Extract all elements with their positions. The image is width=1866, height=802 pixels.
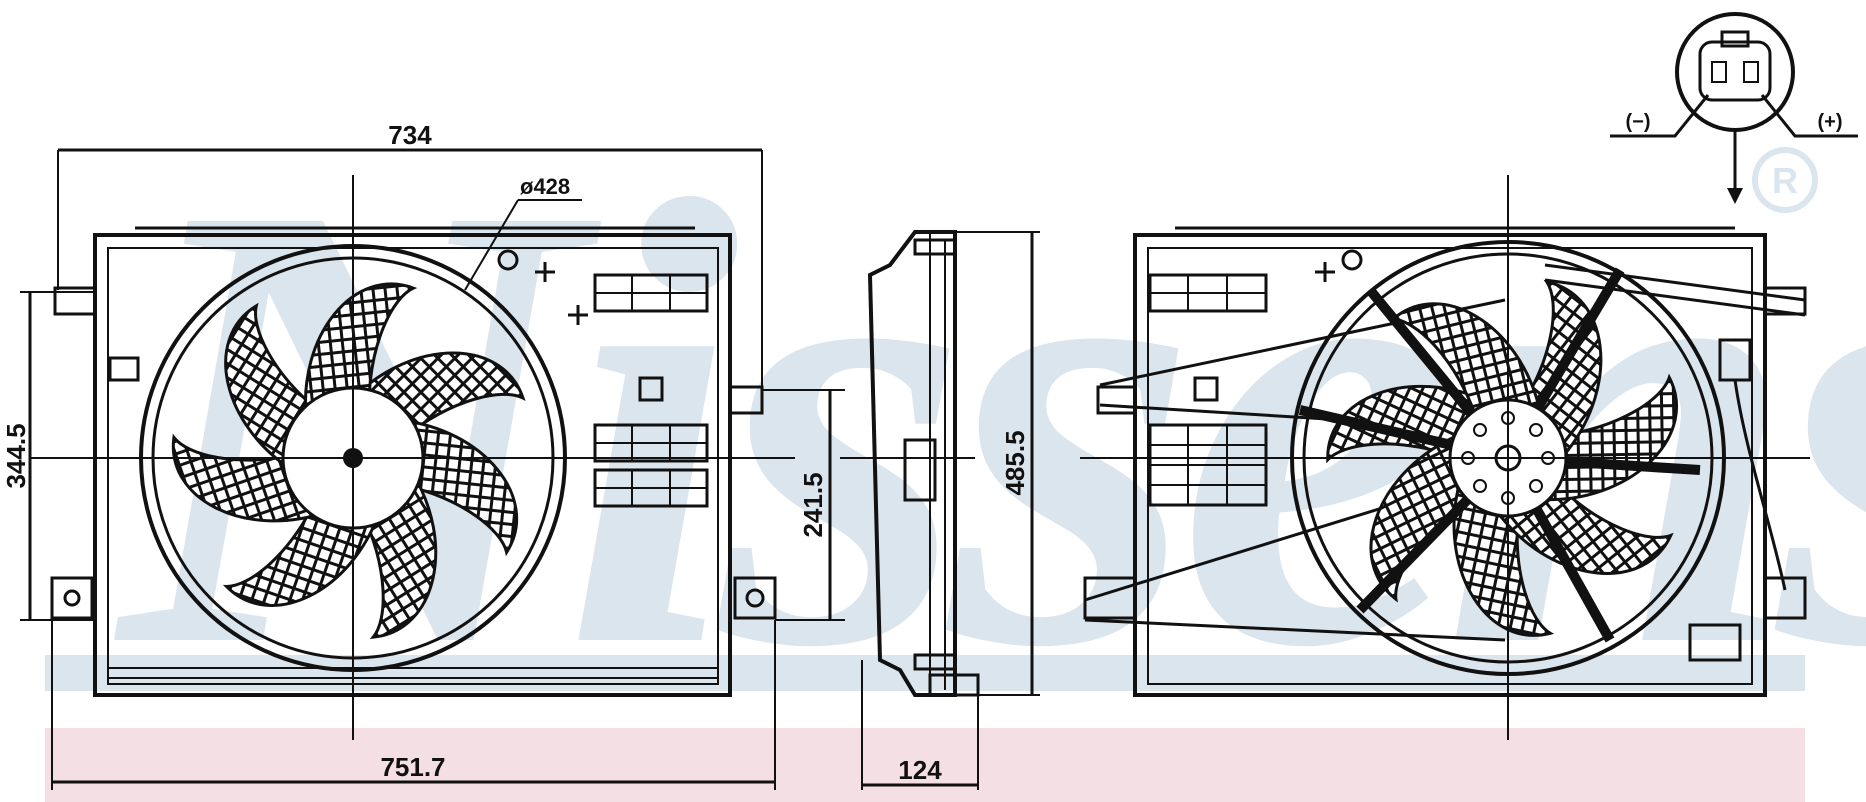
front-cross-mark-2 <box>568 305 588 325</box>
dim-241-5-label: 241.5 <box>798 472 828 537</box>
registered-mark-circle <box>1752 147 1818 213</box>
side-profile-outer <box>867 230 957 697</box>
front-bottom-slats <box>108 667 718 679</box>
rear-mount-tab-right-bottom <box>1763 576 1807 620</box>
connector-arrow-head <box>1727 188 1743 204</box>
connector-body <box>1698 40 1772 102</box>
rear-cross-mark <box>1315 262 1335 282</box>
connector-detail: (−) (+) <box>1610 12 1858 204</box>
dim-751-7-label: 751.7 <box>380 752 445 782</box>
dim-fan-diameter-label: ø428 <box>520 174 570 199</box>
front-grille-top <box>593 273 709 313</box>
rear-grille-top <box>1148 273 1268 313</box>
dim-485-5-label: 485.5 <box>1000 430 1030 495</box>
front-shroud-inner <box>107 247 719 685</box>
dim-241-5: 241.5 <box>762 389 845 621</box>
registered-mark: R <box>1772 160 1798 201</box>
side-base <box>928 673 980 697</box>
rear-wire-harness <box>1733 379 1787 591</box>
front-grille-middle <box>593 423 709 463</box>
front-mount-tab-bottom-right <box>733 576 777 620</box>
dim-751-7: 751.7 <box>51 620 776 790</box>
connector-positive-label: (+) <box>1818 111 1843 133</box>
rear-screw-top <box>1341 249 1363 271</box>
rear-view <box>1080 175 1810 740</box>
front-connector-plug <box>108 356 140 382</box>
front-screw-top <box>497 249 519 271</box>
dim-344-5-label: 344.5 <box>1 423 31 488</box>
side-bracket-bottom <box>913 653 957 671</box>
dim-344-5: 344.5 <box>1 291 95 621</box>
connector-negative-label: (−) <box>1626 111 1651 133</box>
rear-clip-square <box>1193 376 1219 402</box>
side-view: 485.5 124 <box>840 230 1040 790</box>
watermark-pink-band <box>45 728 1805 802</box>
front-cross-mark-1 <box>535 262 555 282</box>
dim-734: 734 <box>57 120 763 395</box>
front-grille-lower <box>593 468 709 508</box>
side-bracket-top <box>913 238 957 256</box>
dim-fan-diameter: ø428 <box>464 174 582 291</box>
rear-mount-tab-left-bottom <box>1083 576 1137 620</box>
front-clip-square <box>638 376 664 402</box>
dim-124: 124 <box>861 660 979 790</box>
front-view: 734 ø428 344.5 751.7 241.5 <box>1 120 845 790</box>
dim-124-label: 124 <box>898 755 942 785</box>
rear-mount-tab-right-top <box>1763 286 1807 316</box>
front-mount-tab-bottom-left <box>50 576 94 620</box>
connector-lead-negative <box>1610 94 1710 138</box>
front-mount-tab-top-left <box>53 286 97 316</box>
rear-box-bottom-right <box>1688 623 1742 662</box>
dim-734-label: 734 <box>388 120 432 150</box>
front-mount-tab-right <box>728 385 764 415</box>
front-shroud-frame <box>93 233 732 697</box>
connector-lead-positive <box>1760 94 1858 138</box>
rear-mount-tab-left-top <box>1096 385 1137 415</box>
rear-grille-lower <box>1148 423 1268 507</box>
dim-485-5: 485.5 <box>955 231 1040 696</box>
side-motor-block <box>903 438 937 502</box>
connector-latch <box>1720 30 1750 48</box>
connector-pins <box>1711 61 1759 83</box>
rear-shroud-frame <box>1133 233 1767 697</box>
